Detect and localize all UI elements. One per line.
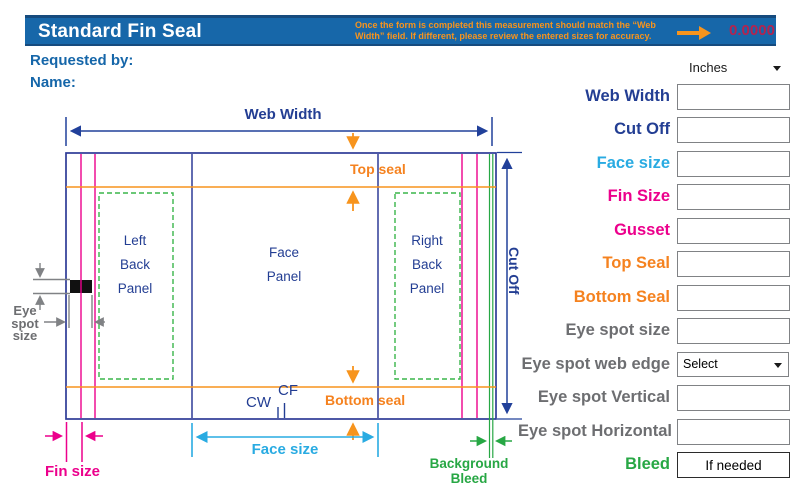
match-value: 0.0000 xyxy=(729,22,775,39)
eye-spot-size-input[interactable] xyxy=(677,318,790,344)
web-width-field-label: Web Width xyxy=(585,87,670,105)
gusset-field-label: Gusset xyxy=(614,221,670,239)
chevron-down-icon xyxy=(774,362,782,368)
form-row-top-seal: Top Seal xyxy=(518,250,790,278)
background-bleed-diagram-label: Background Bleed xyxy=(429,456,509,486)
fin-size-diagram-label: Fin size xyxy=(45,463,101,480)
left-back-panel-label: Left Back Panel xyxy=(117,233,153,296)
match-notice-line1: Once the form is completed this measurem… xyxy=(355,20,656,30)
background-bleed-lines xyxy=(488,154,494,458)
web-width-input[interactable] xyxy=(677,84,790,110)
eye-spot-size-field-label: Eye spot size xyxy=(565,321,670,339)
match-notice: Once the form is completed this measurem… xyxy=(355,20,675,42)
fin-size-field-label: Fin Size xyxy=(607,187,670,205)
face-size-diagram-label: Face size xyxy=(251,441,319,458)
cut-off-input[interactable] xyxy=(677,117,790,143)
cut-off-field-label: Cut Off xyxy=(614,120,670,138)
top-seal-field-label: Top Seal xyxy=(602,254,670,272)
center-tick-marks xyxy=(277,403,286,418)
form-row-gusset: Gusset xyxy=(518,217,790,245)
eye-spot-web-edge-select[interactable]: Select xyxy=(677,352,789,377)
bottom-seal-diagram-label: Bottom seal xyxy=(325,392,406,408)
chevron-down-icon xyxy=(773,66,781,71)
page-title: Standard Fin Seal xyxy=(38,21,202,42)
bottom-seal-field-label: Bottom Seal xyxy=(573,288,670,306)
name-label: Name: xyxy=(30,74,76,91)
bottom-seal-input[interactable] xyxy=(677,285,790,311)
header-bar: Standard Fin Seal Once the form is compl… xyxy=(25,15,776,46)
form-row-web-width: Web Width xyxy=(518,83,790,111)
form-row-cut-off: Cut Off xyxy=(518,116,790,144)
center-web-label: CW xyxy=(246,394,271,411)
gusset-input[interactable] xyxy=(677,218,790,244)
face-size-field-label: Face size xyxy=(596,154,670,172)
face-size-input[interactable] xyxy=(677,151,790,177)
match-arrow-icon xyxy=(677,25,711,41)
right-back-panel-label: Right Back Panel xyxy=(409,233,445,296)
face-panel-label: Face Panel xyxy=(266,245,302,284)
requested-by-label: Requested by: xyxy=(30,52,134,69)
unit-select-value: Inches xyxy=(689,60,728,75)
eye-spot-web-edge-field-label: Eye spot web edge xyxy=(521,355,670,373)
fin-size-input[interactable] xyxy=(677,184,790,210)
form-row-face-size: Face size xyxy=(518,150,790,178)
unit-select[interactable]: Inches xyxy=(677,59,787,77)
fin-size-dimension xyxy=(45,422,103,462)
web-width-diagram-label: Web Width xyxy=(244,106,322,123)
bleed-input[interactable] xyxy=(677,452,790,478)
match-notice-line2: Width” field. If different, please revie… xyxy=(355,31,652,41)
top-seal-diagram-label: Top seal xyxy=(350,161,406,177)
center-face-label: CF xyxy=(278,382,298,399)
eye-spot-mark xyxy=(70,280,92,293)
form-row-bottom-seal: Bottom Seal xyxy=(518,284,790,312)
eye-spot-horizontal-field-label: Eye spot Horizontal xyxy=(518,422,673,440)
cut-off-diagram-label: Cut Off xyxy=(506,247,522,295)
form-row-eye-spot-size: Eye spot size xyxy=(518,317,790,345)
form-row-eye-spot-vertical: Eye spot Vertical xyxy=(518,384,790,412)
eye-spot-size-diagram-label: Eye spot size xyxy=(11,303,39,343)
form-row-fin-size: Fin Size xyxy=(518,183,790,211)
form-row-eye-spot-web-edge: Eye spot web edge Select xyxy=(518,351,789,379)
bleed-field-label: Bleed xyxy=(625,455,670,473)
eye-spot-vertical-field-label: Eye spot Vertical xyxy=(537,388,670,406)
eye-spot-horizontal-input[interactable] xyxy=(677,419,790,445)
eye-spot-web-edge-value: Select xyxy=(683,357,718,371)
top-seal-input[interactable] xyxy=(677,251,790,277)
form-row-eye-spot-horizontal: Eye spot Horizontal xyxy=(518,418,790,446)
form-row-bleed: Bleed xyxy=(518,451,790,479)
eye-spot-vertical-input[interactable] xyxy=(677,385,790,411)
